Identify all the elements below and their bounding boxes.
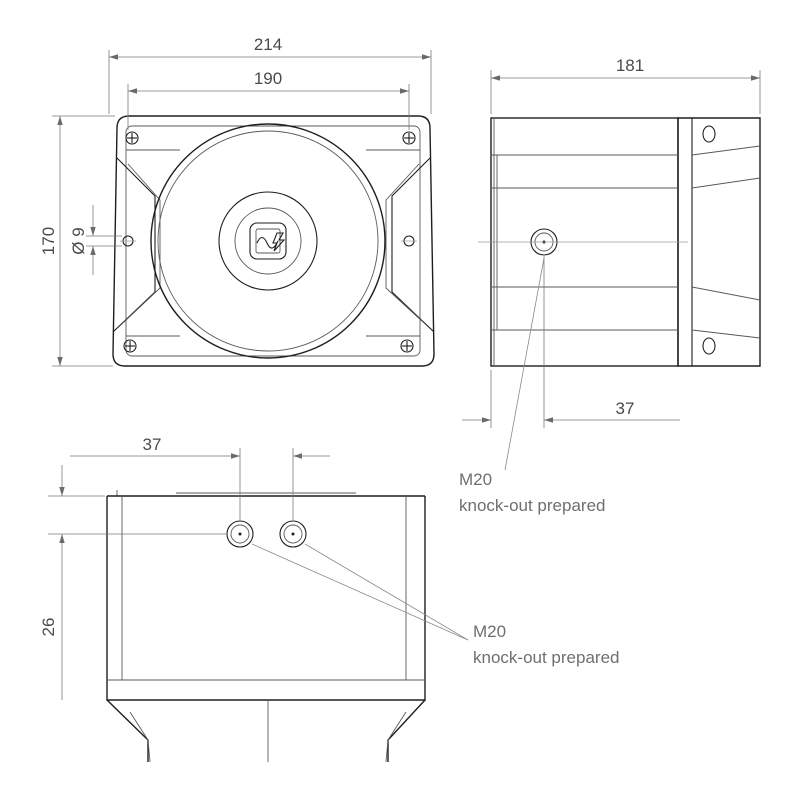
bottom-knockout-right	[279, 520, 307, 548]
side-callout-line1: M20	[459, 470, 492, 489]
screw-bottom-right-icon	[400, 339, 414, 353]
side-callout-line2: knock-out prepared	[459, 496, 605, 515]
front-left-bevel-inner	[123, 163, 161, 323]
dim-hole-diameter-label: Ø 9	[69, 227, 88, 254]
logo-inner	[255, 228, 281, 254]
logo-frame	[249, 222, 287, 260]
side-dimensions: 181 37 M20 knock-out prepared	[459, 56, 761, 515]
dim-214-label: 214	[254, 35, 282, 54]
side-callout-leader	[504, 257, 545, 471]
side-view	[478, 117, 761, 367]
dim-190-label: 190	[254, 69, 282, 88]
bottom-callout-line1: M20	[473, 622, 506, 641]
front-right-bevel-inner	[385, 163, 424, 323]
bottom-body-outline	[106, 496, 426, 701]
dim-181-label: 181	[616, 56, 644, 75]
bottom-view	[106, 490, 426, 763]
side-horn-outline	[677, 117, 761, 367]
screw-top-right-icon	[402, 131, 416, 145]
bottom-dimensions: 37 26 M20 knock-out prepared	[39, 435, 619, 700]
dim-bottom-37-label: 37	[143, 435, 162, 454]
front-right-bevel	[391, 157, 435, 333]
side-slot-top	[702, 125, 716, 143]
front-left-bevel	[112, 157, 156, 333]
screw-bottom-left-icon	[123, 339, 137, 353]
dim-26-label: 26	[39, 618, 58, 637]
front-view	[112, 115, 435, 367]
horn-center-circle	[218, 191, 318, 291]
horn-center-ring	[234, 207, 302, 275]
screw-top-left-icon	[125, 131, 139, 145]
flash-logo-icon	[272, 232, 286, 252]
bottom-callout-leader-left	[251, 543, 469, 641]
front-inner-frame	[125, 125, 421, 357]
bottom-callout-line2: knock-out prepared	[473, 648, 619, 667]
front-housing-outline	[112, 115, 435, 367]
dim-side-37-label: 37	[616, 399, 635, 418]
bottom-knockout-left	[226, 520, 254, 548]
sine-wave-logo-icon	[256, 236, 279, 249]
bottom-callout-leader-right	[304, 543, 469, 641]
front-dimensions: 214 190 170 Ø 9	[39, 35, 432, 367]
side-slot-bottom	[702, 337, 716, 355]
dim-170-label: 170	[39, 227, 58, 255]
horn-inner-circle	[157, 130, 379, 352]
horn-outer-circle	[150, 123, 386, 359]
